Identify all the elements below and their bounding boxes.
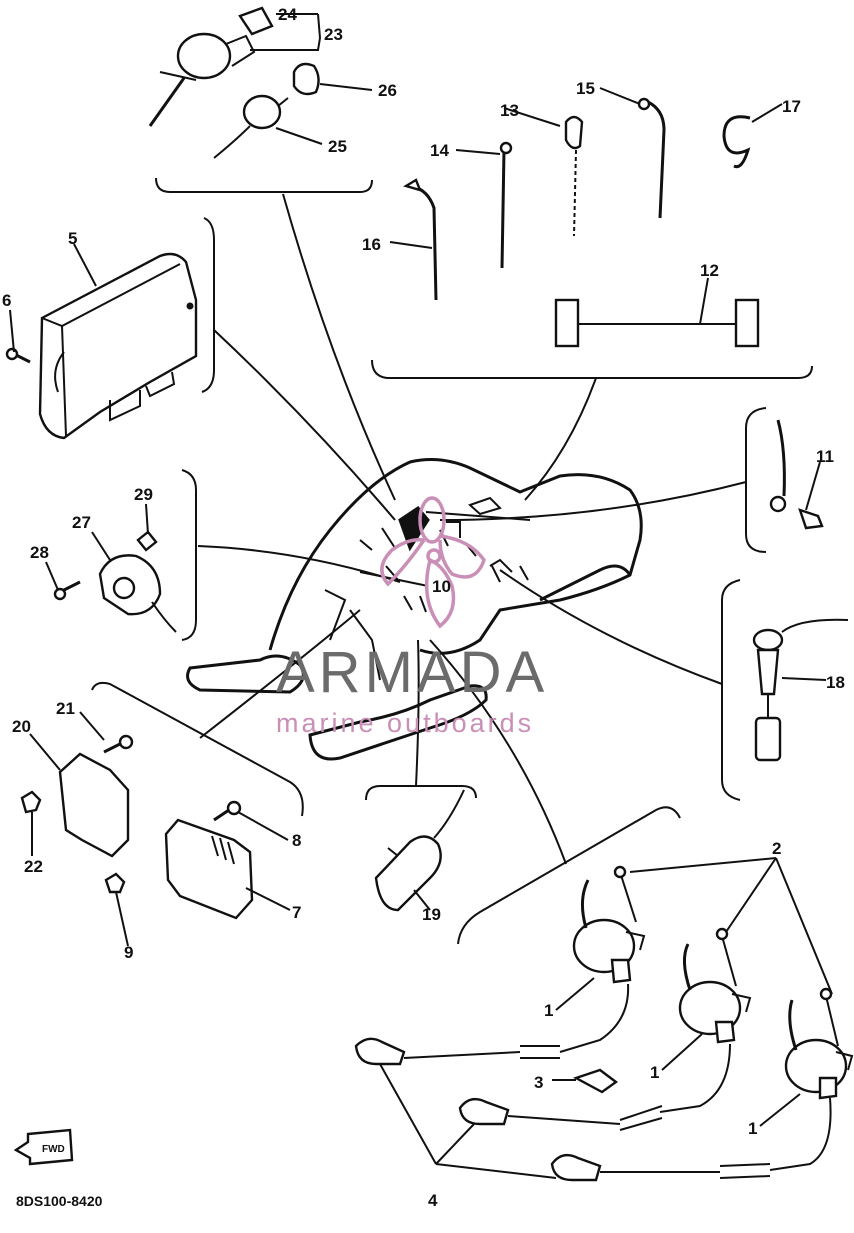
callout-2: 2 [772, 839, 781, 858]
watermark: ARMADA marine outboards [276, 496, 548, 738]
key-switch-assy [148, 6, 274, 127]
rectifier-body [58, 752, 130, 858]
watermark-subtitle: marine outboards [276, 708, 534, 738]
callout-4: 4 [428, 1191, 438, 1210]
callout-15: 15 [576, 79, 595, 98]
callout-labels: 24 23 26 25 15 13 17 14 16 12 5 6 11 29 … [2, 5, 845, 1210]
bracket-ignition-coils [457, 806, 681, 945]
callout-25: 25 [328, 137, 347, 156]
propeller-logo [380, 496, 486, 629]
callout-9: 9 [124, 943, 133, 962]
callout-1-second: 1 [650, 1063, 659, 1082]
callout-18: 18 [826, 673, 845, 692]
ground-lead-assy [769, 419, 824, 530]
kill-switch-assy [213, 62, 320, 159]
kill-switch-clip [292, 62, 320, 96]
thermo-switch-assy [752, 618, 849, 762]
callout-24: 24 [278, 5, 297, 24]
bracket-thermo-switch [721, 579, 741, 801]
callout-17: 17 [782, 97, 801, 116]
callout-7: 7 [292, 903, 301, 922]
regulator-body [164, 818, 254, 920]
wire-clamp [572, 1068, 619, 1094]
group-brackets [91, 177, 813, 945]
callout-1-first: 1 [544, 1001, 553, 1020]
ignition-coil-1 [572, 879, 646, 984]
callout-22: 22 [24, 857, 43, 876]
group-leader-lines [197, 193, 747, 865]
fwd-text: FWD [42, 1144, 65, 1155]
cdi-unit [5, 252, 198, 440]
wire-clamps [403, 97, 760, 348]
bracket-cdi-unit [201, 217, 215, 393]
callout-5: 5 [68, 229, 77, 248]
callout-10: 10 [432, 577, 451, 596]
watermark-title: ARMADA [276, 640, 548, 705]
plug-cap-2 [458, 1097, 621, 1126]
plug-cap-3 [550, 1153, 720, 1182]
callout-19: 19 [422, 905, 441, 924]
callout-20: 20 [12, 717, 31, 736]
bracket-condenser [365, 785, 477, 801]
callout-27: 27 [72, 513, 91, 532]
ignition-coil-2 [678, 943, 752, 1044]
bracket-rectifier [91, 681, 304, 817]
callout-1-third: 1 [748, 1119, 757, 1138]
pulser-coil-assy [53, 530, 177, 633]
bracket-top-key-switch [155, 177, 373, 193]
callout-26: 26 [378, 81, 397, 100]
callout-8: 8 [292, 831, 301, 850]
ignition-coils [354, 865, 854, 1182]
condenser-assy [374, 789, 465, 912]
callout-leaders [9, 13, 833, 1179]
bracket-pulser [181, 469, 197, 641]
callout-21: 21 [56, 699, 75, 718]
bracket-ground [745, 407, 767, 553]
ignition-coil-3 [784, 999, 854, 1100]
key-fob [238, 6, 274, 36]
plug-cap-1 [354, 1037, 521, 1066]
key-switch-body [176, 32, 232, 80]
callout-3: 3 [534, 1073, 543, 1092]
kill-switch-body [242, 94, 282, 130]
engine-block [186, 458, 643, 761]
callout-12: 12 [700, 261, 719, 280]
callout-6: 6 [2, 291, 11, 310]
callout-14: 14 [430, 141, 449, 160]
callout-23: 23 [324, 25, 343, 44]
bracket-wire-clamps [371, 359, 813, 379]
callout-16: 16 [362, 235, 381, 254]
callout-29: 29 [134, 485, 153, 504]
rectifier-regulator [20, 734, 254, 920]
drawing-number: 8DS100-8420 [16, 1193, 103, 1209]
fwd-arrow: FWD [13, 1128, 74, 1166]
callout-11: 11 [816, 447, 834, 466]
callout-13: 13 [500, 101, 519, 120]
callout-28-pulser: 28 [30, 543, 49, 562]
